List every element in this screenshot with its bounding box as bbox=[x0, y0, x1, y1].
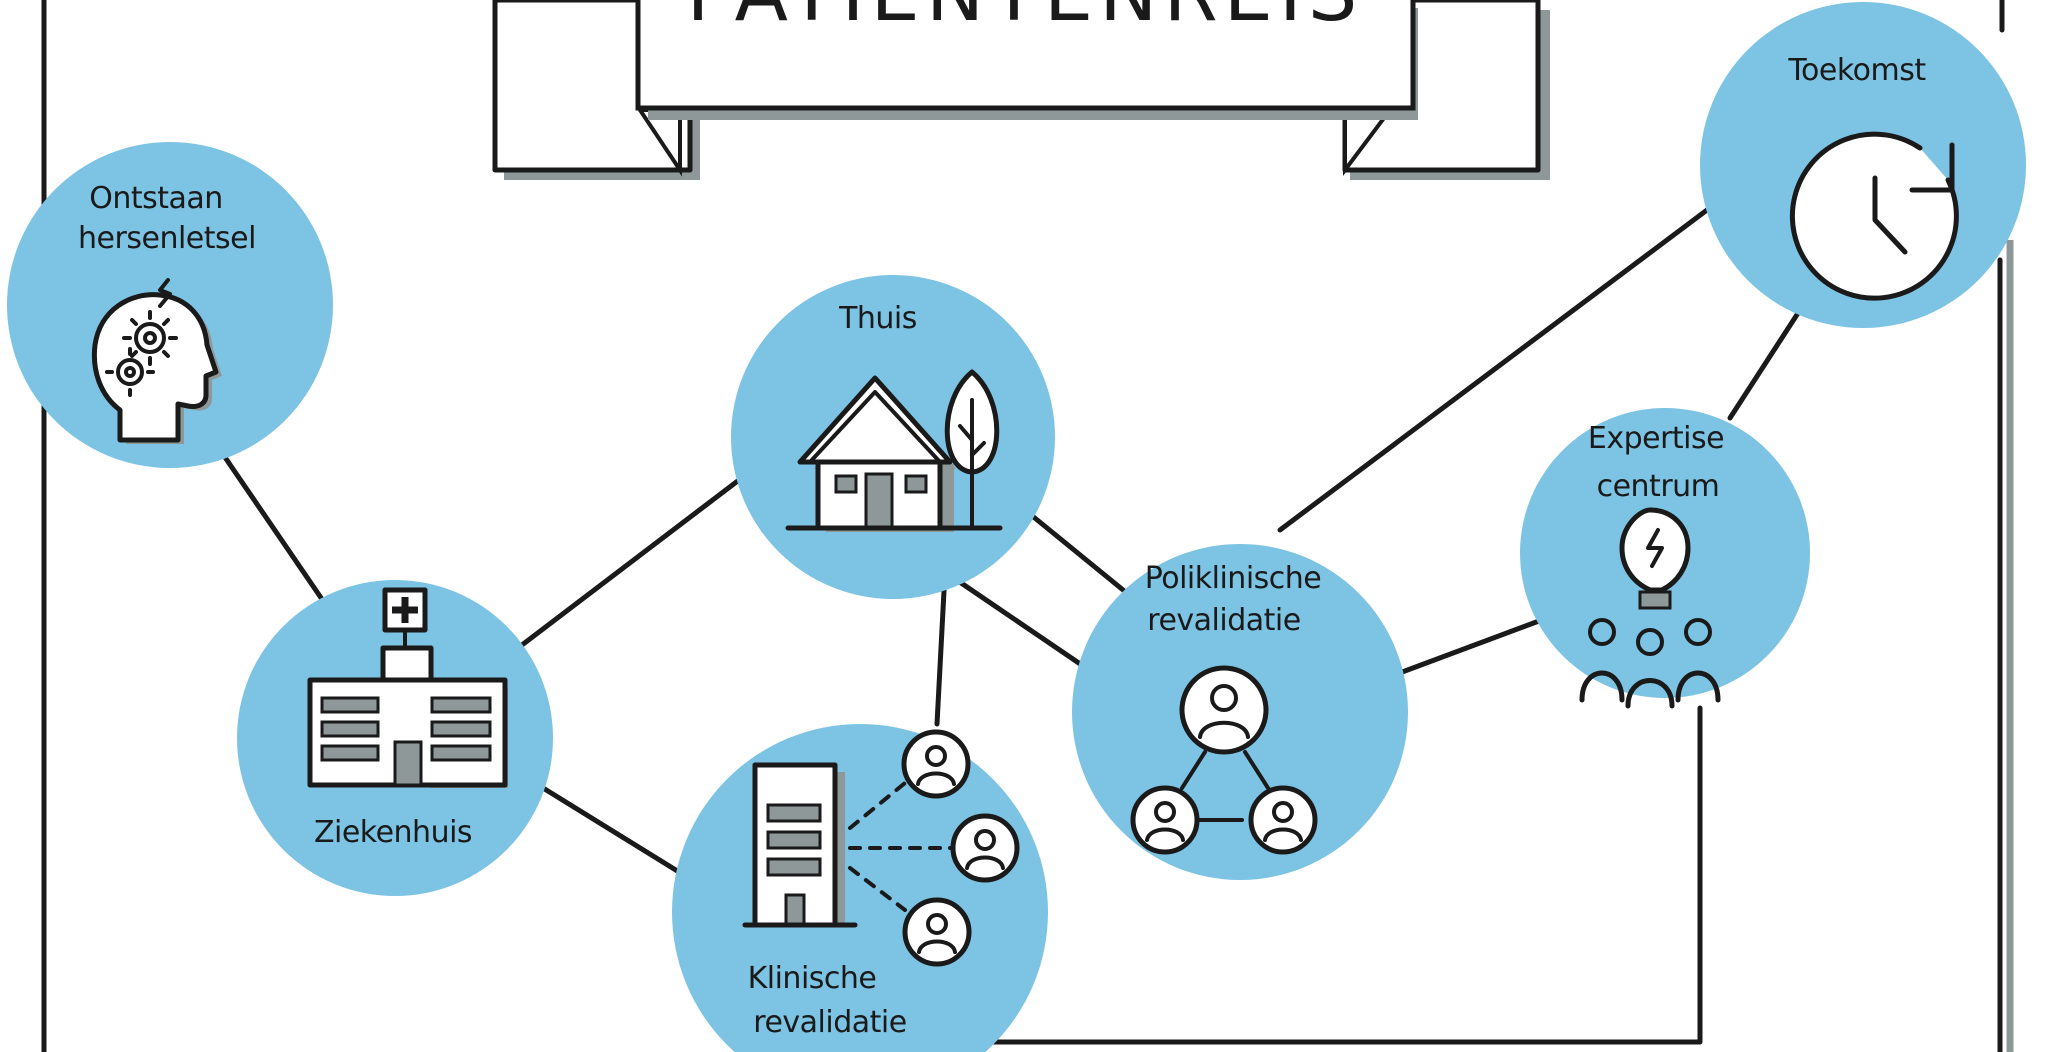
person-badge-top bbox=[901, 729, 971, 799]
label-klinische-line1: Klinische bbox=[748, 961, 877, 996]
connector-ziekenhuis-thuis bbox=[515, 461, 763, 651]
clock-icon bbox=[1789, 131, 1959, 301]
label-ontstaan-line1: Ontstaan bbox=[89, 181, 223, 216]
connector-thuis-poliklinische bbox=[1022, 507, 1131, 597]
person-badge-bottom bbox=[902, 897, 972, 967]
people-network-icon bbox=[1130, 665, 1318, 855]
label-poliklinische-line2: revalidatie bbox=[1147, 603, 1300, 638]
node-labels: Ontstaan hersenletsel Ziekenhuis Thuis K… bbox=[78, 53, 1927, 1040]
label-expertise-line1: Expertise bbox=[1588, 421, 1724, 456]
banner-panel bbox=[635, 0, 1416, 111]
network-person-top bbox=[1179, 665, 1269, 755]
connector-thuis-klinische bbox=[934, 569, 948, 727]
connector-expertise-toekomst bbox=[1727, 307, 1803, 421]
person-badge-middle bbox=[950, 813, 1020, 883]
page-title: PATIENTENREIS bbox=[687, 0, 1364, 39]
connector-poliklinische-toekomst bbox=[1277, 180, 1746, 533]
label-expertise-line2: centrum bbox=[1597, 469, 1720, 504]
house-tree-icon bbox=[785, 369, 1003, 532]
network-person-left bbox=[1130, 785, 1200, 855]
lightbulb-team-icon bbox=[1579, 507, 1721, 709]
connector-expertise-klinische bbox=[959, 705, 1703, 1045]
label-toekomst: Toekomst bbox=[1787, 53, 1926, 88]
label-poliklinische-line1: Poliklinische bbox=[1145, 561, 1322, 596]
frame bbox=[41, 0, 2014, 1052]
hospital-icon bbox=[307, 587, 508, 788]
circle-klinische bbox=[672, 724, 1048, 1052]
label-ontstaan-line2: hersenletsel bbox=[78, 221, 256, 256]
connectors bbox=[217, 180, 1803, 1045]
connector-ziekenhuis-klinische bbox=[532, 780, 703, 888]
label-ziekenhuis: Ziekenhuis bbox=[314, 815, 472, 850]
network-person-right bbox=[1248, 785, 1318, 855]
node-circles bbox=[7, 2, 2026, 1052]
label-thuis: Thuis bbox=[838, 301, 917, 336]
label-klinische-line2: revalidatie bbox=[753, 1005, 906, 1040]
connector-ontstaan-ziekenhuis bbox=[217, 447, 331, 611]
connector-klinische-poliklinische bbox=[942, 569, 1095, 675]
title-banner: PATIENTENREIS bbox=[492, 0, 1550, 180]
building-people-icon bbox=[742, 729, 1020, 967]
head-gears-icon bbox=[91, 278, 222, 444]
